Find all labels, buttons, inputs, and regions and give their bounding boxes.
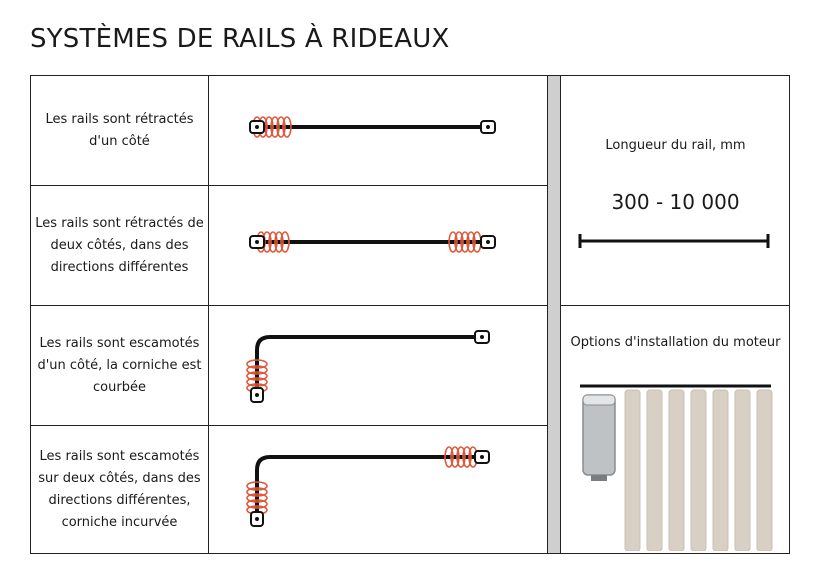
column-separator — [547, 76, 561, 553]
row-description: Les rails sont escamotés d'un côté, la c… — [31, 306, 209, 425]
table-row: Les rails sont escamotés sur deux côtés,… — [31, 426, 547, 554]
rail-diagram — [209, 186, 547, 305]
length-panel: Longueur du rail, mm 300 - 10 000 — [561, 76, 790, 306]
rail-curved-two-sides-icon — [246, 446, 490, 527]
motor-curtain-icon — [580, 384, 773, 551]
table-row: Les rails sont rétractés d'un côté — [31, 76, 547, 186]
row-description: Les rails sont rétractés d'un côté — [31, 76, 209, 185]
rail-diagram — [209, 306, 547, 425]
table-row: Les rails sont escamotés d'un côté, la c… — [31, 306, 547, 426]
row-description: Les rails sont rétractés de deux côtés, … — [31, 186, 209, 305]
length-value: 300 - 10 000 — [611, 190, 740, 214]
rail-curved-one-side-icon — [246, 330, 490, 403]
motor-label: Options d'installation du moteur — [570, 335, 781, 350]
rail-two-sides-icon — [249, 231, 496, 253]
length-label: Longueur du rail, mm — [605, 138, 746, 153]
row-description: Les rails sont escamotés sur deux côtés,… — [31, 426, 209, 554]
motor-panel: Options d'installation du moteur — [561, 306, 790, 553]
table-row: Les rails sont rétractés de deux côtés, … — [31, 186, 547, 306]
rail-diagram — [209, 76, 547, 185]
page-title: SYSTÈMES DE RAILS À RIDEAUX — [30, 24, 450, 54]
length-scale-icon — [578, 234, 770, 248]
rail-one-side-icon — [249, 116, 496, 138]
rail-diagram — [209, 426, 547, 554]
rails-table: Les rails sont rétractés d'un côté Les r… — [30, 75, 790, 554]
